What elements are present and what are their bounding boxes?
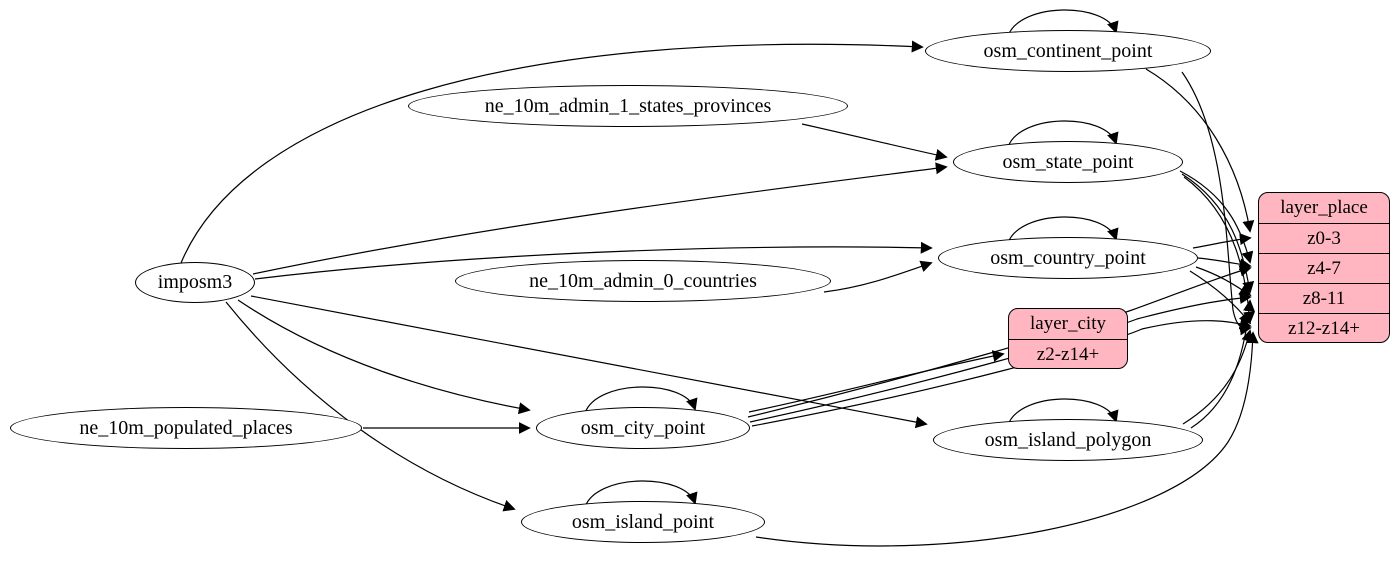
record-layer-place-row-z12-z14: z12-z14+: [1259, 313, 1389, 342]
edge-osm_island_point-to-osm_island_point: [584, 480, 698, 508]
edge-imposm3-to-osm_state_point: [252, 162, 948, 275]
record-layer-city-title: layer_city: [1030, 313, 1106, 334]
node-osm-country-point: osm_country_point: [938, 237, 1198, 279]
record-layer-city: layer_city z2-z14+: [1008, 308, 1128, 369]
node-ne-10m-populated-places: ne_10m_populated_places: [10, 407, 362, 449]
edge-osm_continent_point-to-osm_continent_point: [1007, 9, 1119, 37]
edge-osm_city_point-to-layer_place-z8-11: [749, 292, 1252, 423]
edge-osm_country_point-to-osm_country_point: [1007, 216, 1119, 244]
record-layer-place-row-z0-3: z0-3: [1259, 223, 1389, 253]
edge-osm_state_point-to-layer_place-z4-7: [1179, 170, 1254, 264]
edge-osm_city_point-to-layer_place-z4-7: [747, 265, 1252, 418]
edge-imposm3-to-osm_country_point: [254, 241, 933, 280]
edge-osm_city_point-to-osm_city_point: [584, 386, 698, 414]
edge-osm_state_point-to-layer_place-z8-11: [1181, 173, 1255, 294]
record-layer-place-title: layer_place: [1280, 197, 1368, 218]
edge-ne_10m_admin_1_states_provinces-to-osm_state_point: [801, 123, 948, 161]
node-osm-continent-point: osm_continent_point: [925, 30, 1211, 72]
node-ne-10m-admin-0-countries-label: ne_10m_admin_0_countries: [529, 269, 757, 292]
edge-osm_continent_point-to-layer_place-z0-3: [1145, 68, 1255, 233]
edge-osm_city_point-to-layer_city-z2-z14+: [748, 350, 1005, 413]
edge-ne_10m_admin_0_countries-to-osm_country_point: [823, 260, 933, 293]
node-imposm3: imposm3: [135, 262, 255, 303]
edge-imposm3-to-osm_city_point: [237, 299, 531, 415]
node-osm-country-point-label: osm_country_point: [990, 246, 1146, 269]
edge-osm_country_point-to-layer_place-z0-3: [1192, 233, 1252, 249]
edge-osm_island_polygon-to-layer_place-z8-11: [1190, 299, 1255, 429]
node-osm-continent-point-label: osm_continent_point: [983, 39, 1153, 62]
node-ne-10m-populated-places-label: ne_10m_populated_places: [79, 416, 293, 439]
edge-osm_city_point-to-layer_place-z12-z14+: [751, 317, 1252, 427]
edge-imposm3-to-osm_island_point: [225, 301, 516, 512]
record-layer-place: layer_place z0-3 z4-7 z8-11 z12-z14+: [1258, 192, 1390, 343]
node-osm-state-point: osm_state_point: [953, 141, 1183, 183]
edge-osm_island_point-to-layer_place-z12-z14+: [755, 331, 1259, 547]
node-osm-island-polygon-label: osm_island_polygon: [984, 428, 1152, 451]
node-osm-city-point: osm_city_point: [536, 407, 750, 449]
node-osm-island-point-label: osm_island_point: [571, 510, 715, 533]
node-ne-10m-admin-0-countries: ne_10m_admin_0_countries: [455, 260, 831, 302]
node-osm-city-point-label: osm_city_point: [580, 416, 706, 439]
record-layer-place-row-z4-7: z4-7: [1259, 253, 1389, 283]
node-osm-state-point-label: osm_state_point: [1002, 150, 1134, 173]
node-ne-10m-admin-1-states-provinces-label: ne_10m_admin_1_states_provinces: [484, 94, 772, 117]
edge-imposm3-to-osm_continent_point: [180, 40, 924, 264]
node-osm-island-polygon: osm_island_polygon: [933, 419, 1203, 461]
edge-osm_country_point-to-layer_place-z12-z14+: [1189, 270, 1252, 325]
node-ne-10m-admin-1-states-provinces: ne_10m_admin_1_states_provinces: [408, 85, 848, 127]
edge-osm_island_polygon-to-osm_island_polygon: [1007, 398, 1119, 426]
node-osm-island-point: osm_island_point: [521, 501, 765, 543]
edge-osm_island_polygon-to-layer_place-z12-z14+: [1182, 329, 1254, 425]
record-layer-city-row-z2-z14: z2-z14+: [1009, 339, 1127, 368]
node-imposm3-label: imposm3: [157, 271, 233, 293]
record-layer-place-row-z8-11: z8-11: [1259, 283, 1389, 313]
edge-osm_state_point-to-osm_state_point: [1007, 120, 1119, 148]
